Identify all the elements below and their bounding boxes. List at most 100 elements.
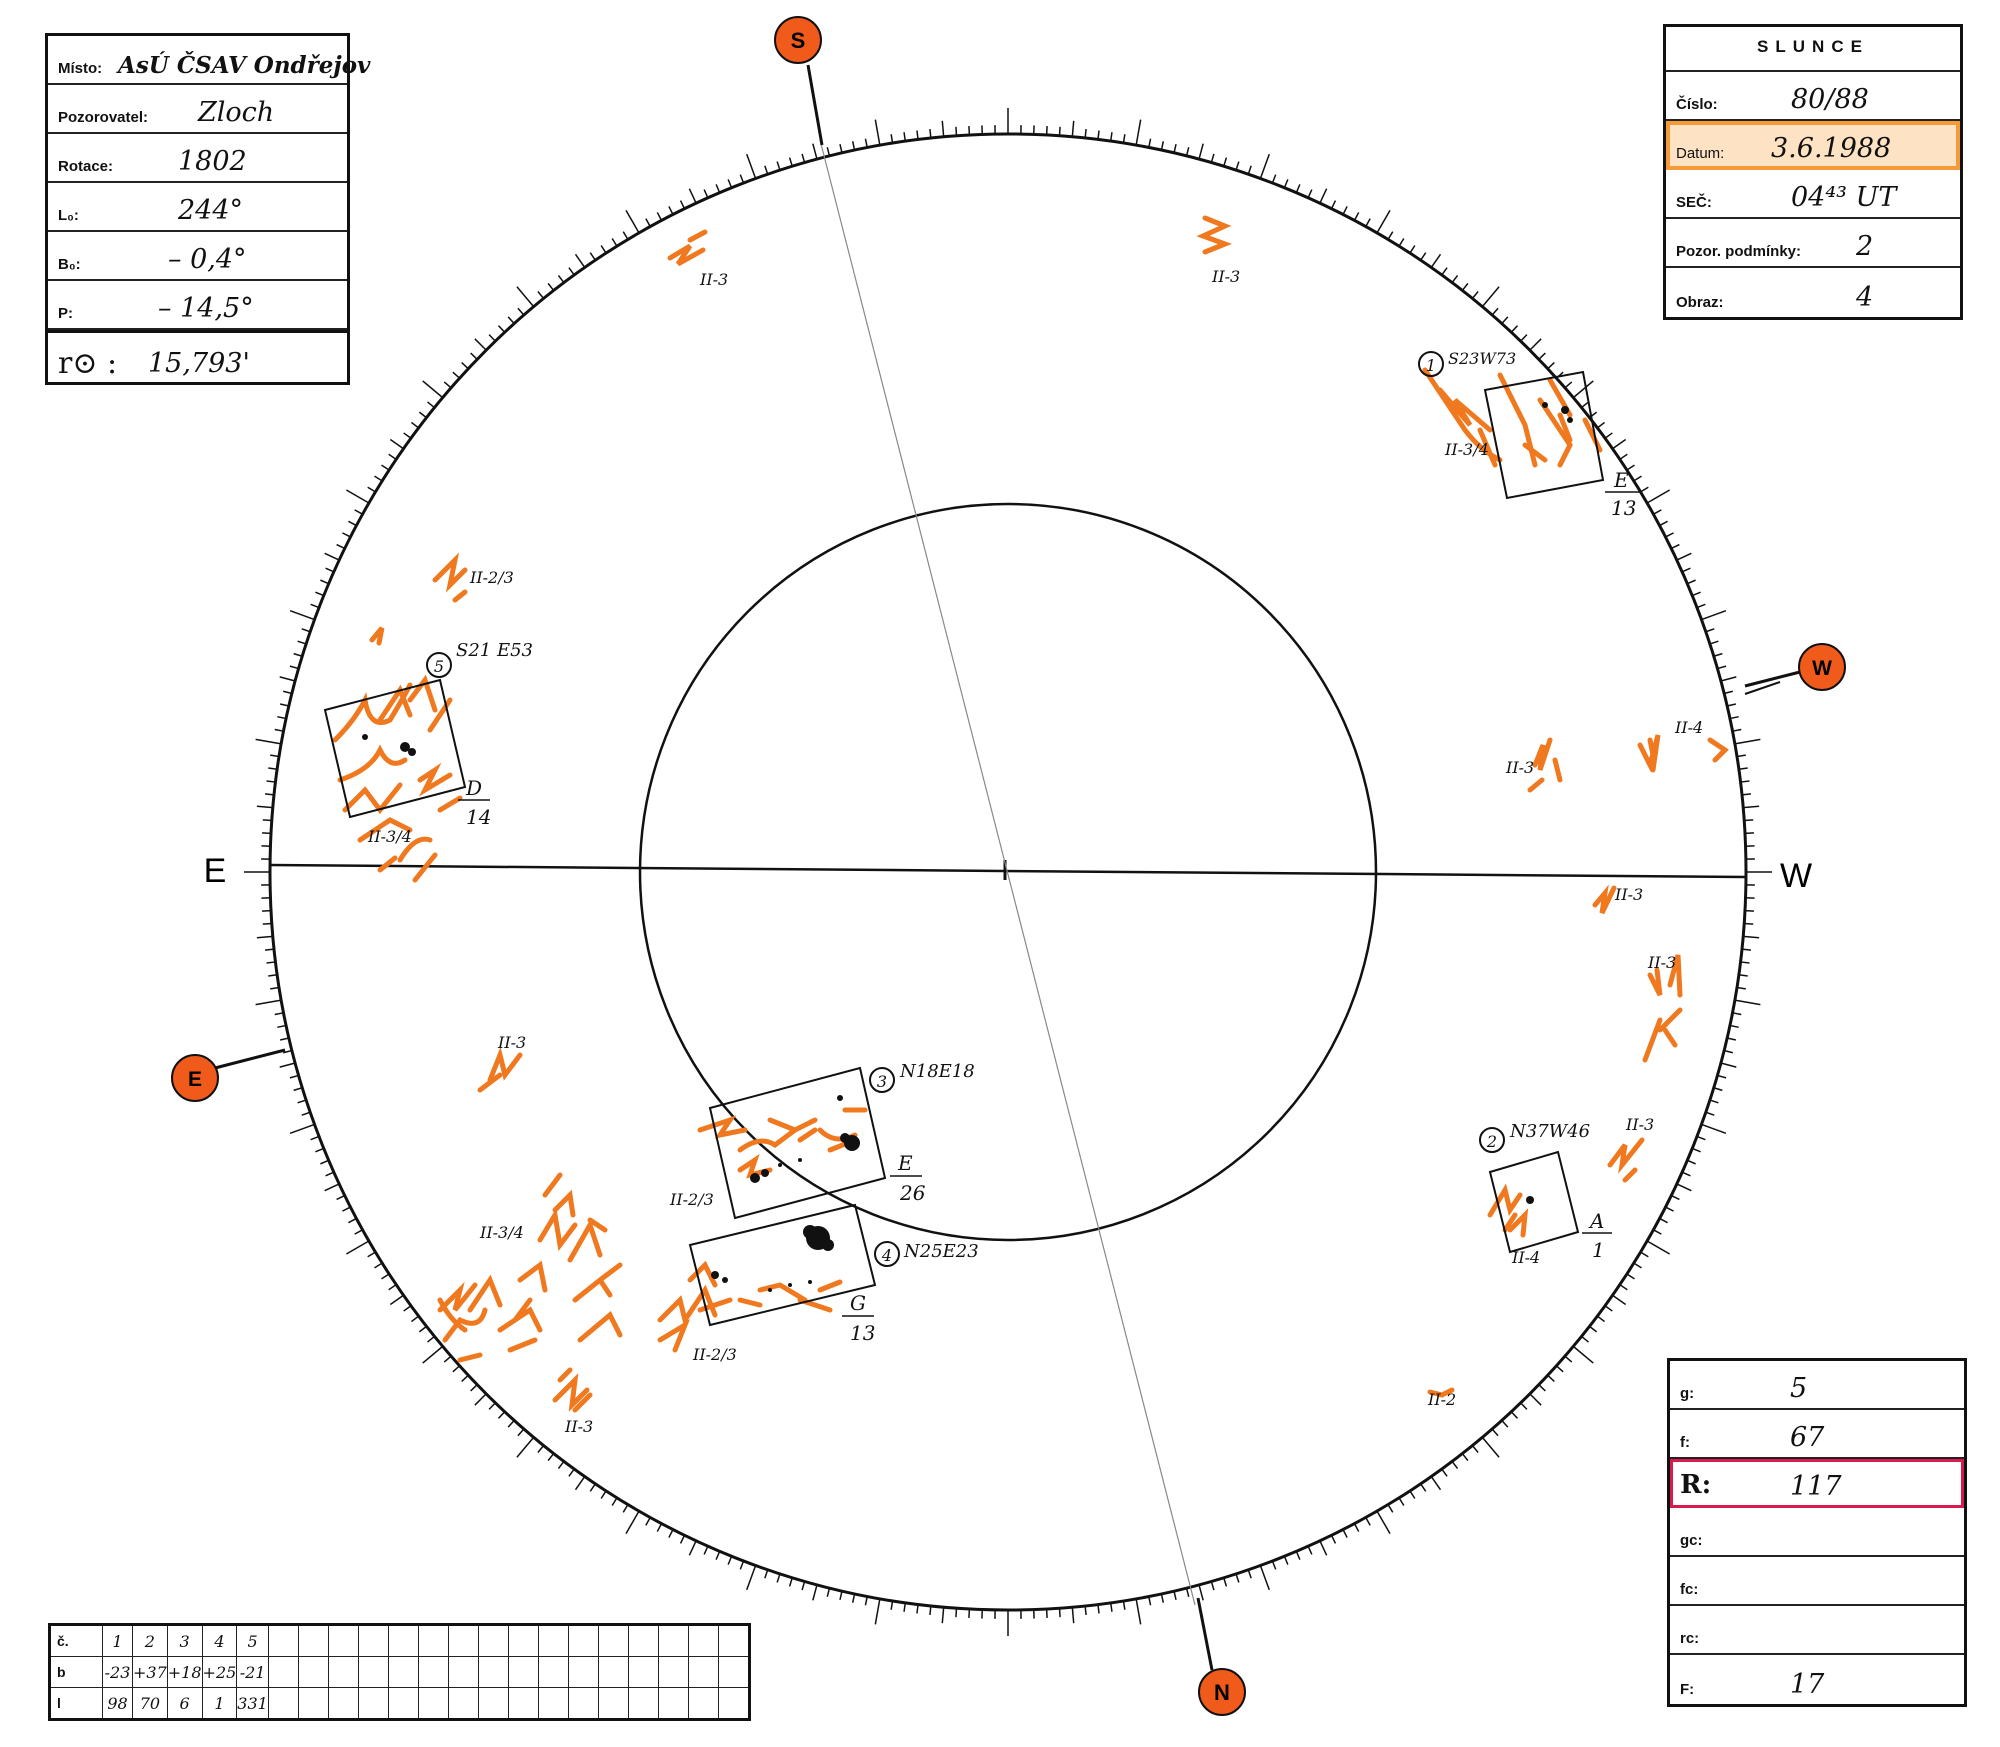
svg-text:E: E (1613, 468, 1629, 492)
empty-cell (417, 1624, 449, 1657)
n-pole-marker: N (1196, 1597, 1246, 1716)
fc-row: fc: (1670, 1557, 1964, 1606)
l0-label: L₀: (58, 207, 79, 224)
limb-tick (1612, 1294, 1627, 1306)
empty-cell (657, 1624, 689, 1657)
faculae-drawings (332, 215, 1729, 1413)
limb-tick (255, 738, 282, 745)
empty-cell (597, 1656, 629, 1688)
slunce-title: SLUNCE (1757, 37, 1869, 56)
e-direction-marker: E (171, 1048, 286, 1102)
rotace-value: 1802 (178, 146, 247, 177)
limb-tick (516, 1436, 535, 1458)
limb-tick (1398, 238, 1405, 247)
limb-tick (320, 579, 329, 585)
limb-tick (1481, 286, 1500, 308)
limb-tick (1741, 948, 1751, 951)
svg-text:1: 1 (1592, 1238, 1605, 1262)
table-cell: 1 (201, 1687, 238, 1720)
n-marker-label: N (1214, 1680, 1230, 1705)
empty-cell (297, 1656, 329, 1688)
svg-text:S21 E53: S21 E53 (456, 640, 533, 661)
pozorovatel-value: Zloch (198, 97, 275, 128)
svg-text:1: 1 (1426, 356, 1436, 375)
table-cell: 2 (132, 1624, 168, 1657)
F-value: 17 (1790, 1669, 1825, 1700)
limb-tick (1342, 1529, 1348, 1538)
f-row: f:67 (1670, 1410, 1964, 1459)
group1-label: 1 S23W73 E 13 (1418, 349, 1640, 520)
empty-cell (717, 1687, 750, 1720)
limb-tick (1665, 532, 1674, 538)
svg-text:II-3: II-3 (497, 1033, 526, 1052)
limb-tick (1646, 1240, 1671, 1255)
empty-cell (327, 1687, 359, 1720)
limb-tick (941, 120, 945, 137)
empty-cell (597, 1687, 629, 1720)
limb-tick (1481, 1436, 1500, 1458)
limb-tick (422, 1345, 444, 1364)
group3-label: 3 N18E18 E 26 (869, 1061, 975, 1205)
svg-text:II-3: II-3 (1625, 1115, 1654, 1134)
empty-cell (507, 1687, 539, 1720)
svg-text:14: 14 (466, 805, 491, 829)
p-label: P: (58, 305, 73, 322)
empty-cell (327, 1656, 359, 1688)
table-cell: 5 (236, 1624, 269, 1657)
empty-cell (687, 1656, 719, 1688)
svg-text:II-2/3: II-2/3 (692, 1345, 737, 1364)
limb-tick (1734, 738, 1761, 745)
table-cell: +37 (132, 1656, 168, 1688)
svg-text:13: 13 (1611, 496, 1636, 520)
limb-tick (1084, 129, 1087, 139)
cislo-label: Číslo: (1676, 96, 1718, 113)
svg-text:N18E18: N18E18 (899, 1061, 975, 1082)
limb-tick (1491, 1428, 1499, 1437)
limb-tick (367, 1251, 376, 1258)
limb-tick (1529, 338, 1542, 351)
r0-row: r⊙ :15,793' (48, 330, 347, 383)
svg-text:II-2/3: II-2/3 (669, 1190, 714, 1209)
observation-info-box: Místo:AsÚ ČSAV Ondřejov Pozorovatel:Zloc… (45, 33, 370, 385)
limb-tick (1330, 1534, 1337, 1544)
limb-tick (345, 1240, 370, 1255)
limb-tick (1295, 1551, 1301, 1560)
svg-text:II-3/4: II-3/4 (1444, 440, 1489, 459)
table-cell: 331 (236, 1687, 269, 1720)
svg-text:N37W46: N37W46 (1509, 1121, 1590, 1142)
limb-tick (1071, 1607, 1075, 1624)
table-cell: 98 (102, 1687, 133, 1720)
empty-cell (387, 1687, 419, 1720)
west-axis-label: W (1780, 857, 1812, 895)
limb-tick (1353, 1523, 1360, 1532)
obraz-value: 4 (1856, 282, 1874, 313)
svg-text:D: D (465, 776, 482, 800)
limb-tick (1640, 1251, 1649, 1258)
svg-text:II-3: II-3 (1647, 953, 1676, 972)
limb-tick (589, 252, 596, 261)
inner-reference-circle (638, 502, 1378, 1242)
rotace-label: Rotace: (58, 158, 114, 175)
b0-label: B₀: (58, 256, 81, 273)
limb-tick (1084, 1605, 1087, 1615)
sec-label: SEČ: (1676, 194, 1712, 211)
svg-text:II-4: II-4 (1511, 1248, 1540, 1267)
limb-tick (1720, 1062, 1737, 1068)
group2-box (1488, 1150, 1580, 1254)
limb-tick (688, 1540, 697, 1556)
empty-cell (297, 1624, 329, 1657)
limb-tick (1135, 119, 1142, 146)
svg-text:II-2: II-2 (1427, 1390, 1456, 1409)
empty-cell (537, 1624, 569, 1657)
gc-row: gc: (1670, 1508, 1964, 1557)
svg-text:3: 3 (877, 1072, 887, 1091)
svg-text:II-3: II-3 (564, 1417, 593, 1436)
limb-tick (1596, 421, 1606, 429)
limb-tick (320, 1159, 329, 1165)
limb-tick (1659, 1217, 1668, 1224)
empty-cell (687, 1624, 719, 1657)
datum-row: Datum:3.6.1988 (1666, 121, 1960, 170)
empty-cell (267, 1656, 299, 1688)
limb-tick (1235, 1573, 1240, 1583)
